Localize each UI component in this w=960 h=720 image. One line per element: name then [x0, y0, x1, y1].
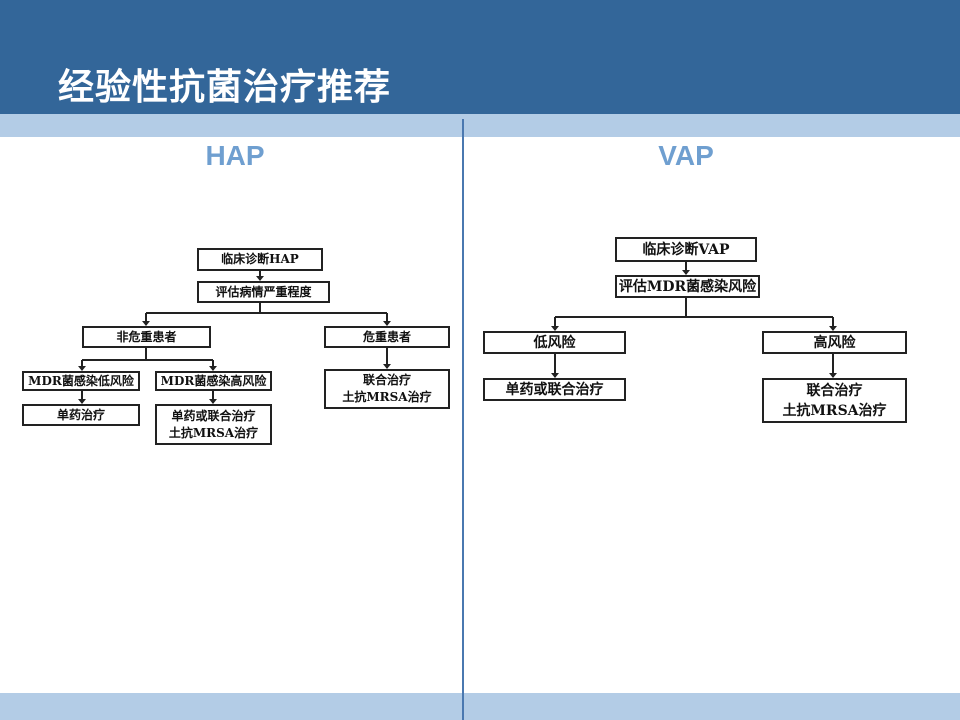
vap-arrowhead: [829, 373, 837, 378]
hap-mdr-high-box: MDR菌感染高风险: [155, 371, 272, 391]
header-band: [0, 0, 960, 114]
hap-mono-or-combo-line-1: 单药或联合治疗: [171, 408, 256, 423]
hap-arrowhead: [383, 364, 391, 369]
hap-arrowhead: [383, 321, 391, 326]
vap-arrowhead: [829, 326, 837, 331]
slide-title: 经验性抗菌治疗推荐: [58, 67, 392, 108]
hap-combo-line-2: 土抗MRSA治疗: [342, 390, 432, 404]
header-strip: [0, 114, 960, 137]
hap-assess-box: 评估病情严重程度: [197, 281, 330, 303]
vap-combo-box: 联合治疗 土抗MRSA治疗: [762, 378, 907, 423]
vap-high-risk-box: 高风险: [762, 331, 907, 354]
vap-diagnosis-box: 临床诊断VAP: [615, 237, 757, 262]
vap-arrowhead: [682, 270, 690, 275]
vap-arrowhead: [551, 373, 559, 378]
vap-combo-line-1: 联合治疗: [806, 382, 863, 399]
vap-low-risk-box: 低风险: [483, 331, 626, 354]
hap-mono-or-combo-line-2: 土抗MRSA治疗: [168, 425, 259, 440]
hap-non-critical-box: 非危重患者: [82, 326, 211, 348]
hap-arrowhead: [78, 399, 86, 404]
vap-arrowhead: [551, 326, 559, 331]
hap-diagnosis-box: 临床诊断HAP: [197, 248, 323, 271]
vap-heading: VAP: [658, 140, 714, 171]
hap-arrowhead: [209, 366, 217, 371]
footer-strip: [0, 693, 960, 720]
hap-combo-line-1: 联合治疗: [362, 373, 411, 387]
hap-heading: HAP: [205, 140, 265, 171]
column-divider: [462, 119, 464, 720]
hap-critical-box: 危重患者: [324, 326, 450, 348]
hap-arrowhead: [209, 399, 217, 404]
hap-arrowhead: [78, 366, 86, 371]
vap-combo-line-2: 土抗MRSA治疗: [782, 402, 887, 419]
hap-arrowhead: [142, 321, 150, 326]
hap-arrowhead: [256, 276, 264, 281]
vap-mono-or-combo-box: 单药或联合治疗: [483, 378, 626, 401]
hap-mdr-low-box: MDR菌感染低风险: [22, 371, 140, 391]
vap-assess-box: 评估MDR菌感染风险: [615, 275, 760, 298]
hap-mono-or-combo-box: 单药或联合治疗 土抗MRSA治疗: [155, 404, 272, 445]
hap-mono-box: 单药治疗: [22, 404, 140, 426]
hap-combo-box: 联合治疗 土抗MRSA治疗: [324, 369, 450, 409]
